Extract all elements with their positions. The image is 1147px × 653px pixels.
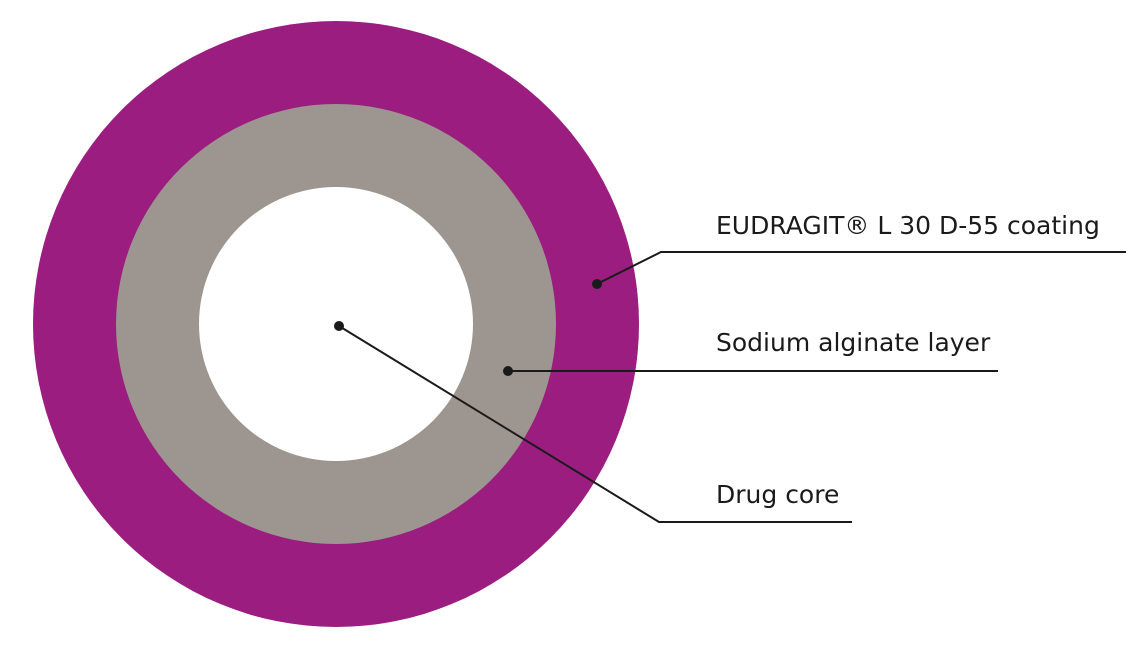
coating-label: EUDRAGIT® L 30 D-55 coating (716, 211, 1100, 240)
core-leader-dot (334, 321, 344, 331)
coating-leader-dot (592, 279, 602, 289)
alginate-label: Sodium alginate layer (716, 328, 991, 357)
alginate-leader-dot (503, 366, 513, 376)
core-label: Drug core (716, 480, 839, 509)
coating-leader-line (596, 251, 1126, 285)
core-leader-line (338, 325, 852, 523)
